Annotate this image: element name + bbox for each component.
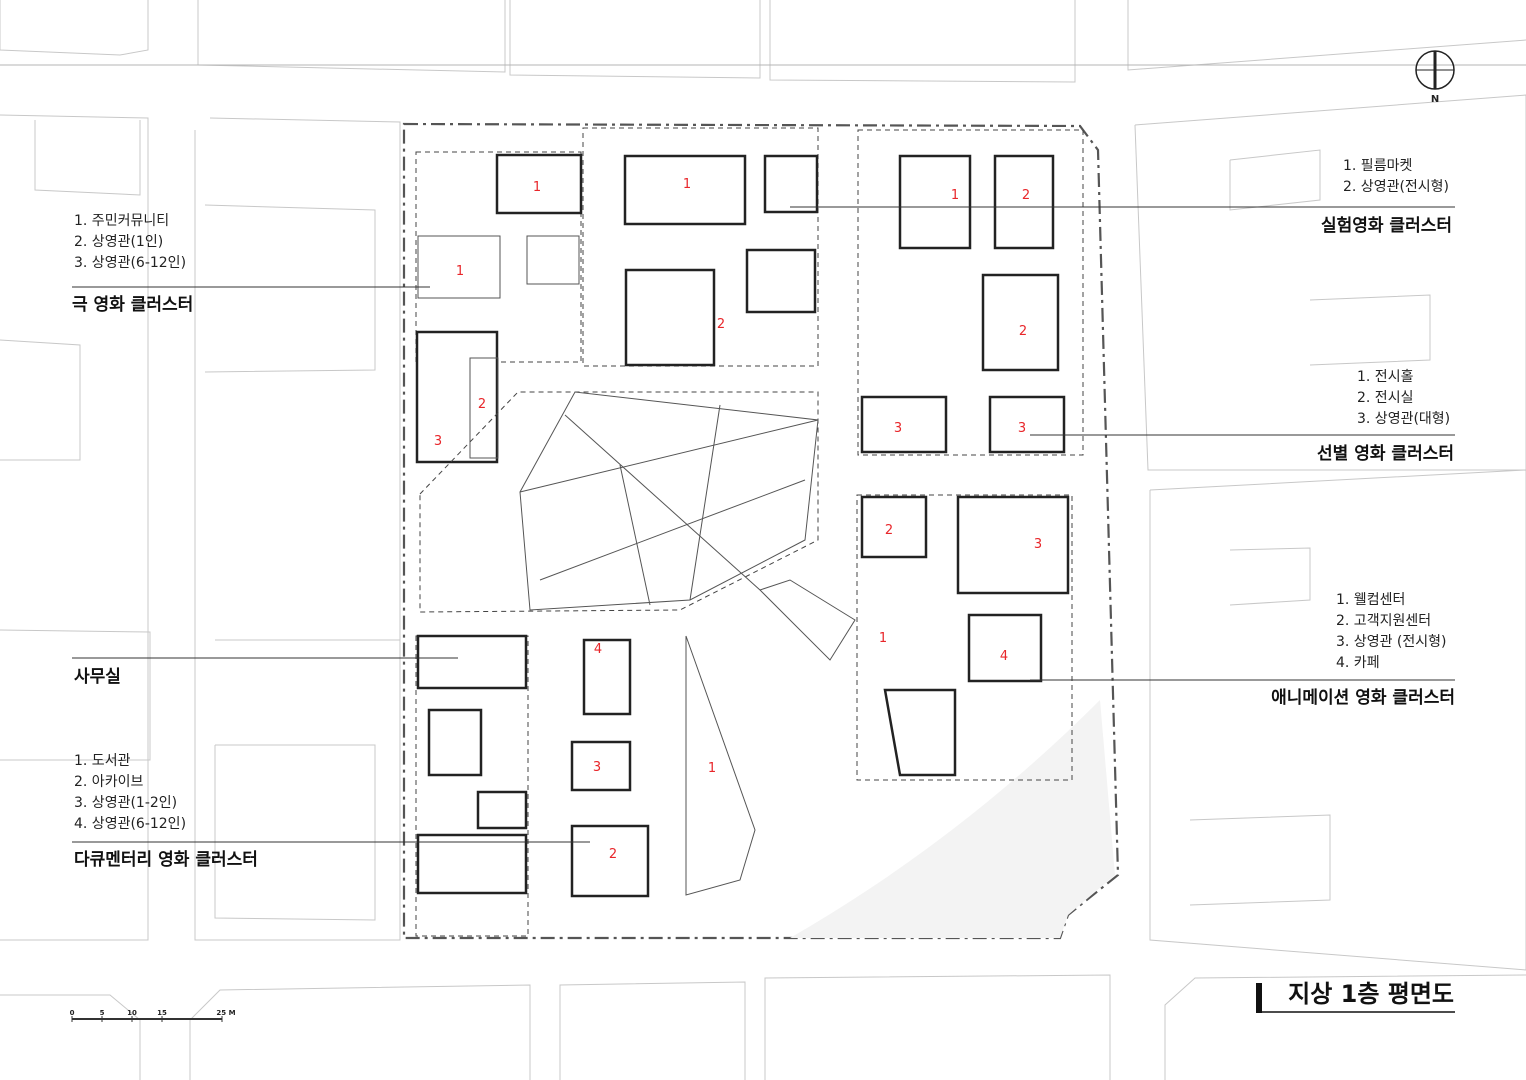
item: 2. 전시실 xyxy=(1357,390,1413,406)
room-number: 4 xyxy=(594,642,602,657)
item: 4. 카페 xyxy=(1336,655,1380,671)
cluster-office-title: 사무실 xyxy=(74,667,121,687)
cluster-title: 애니메이션 영화 클러스터 xyxy=(1271,688,1455,708)
north-label: N xyxy=(1431,94,1439,105)
room-number: 1 xyxy=(533,180,541,195)
room-number: 2 xyxy=(478,397,486,412)
item: 3. 상영관(대형) xyxy=(1357,411,1450,427)
item: 1. 주민커뮤니티 xyxy=(74,213,169,229)
room-number: 2 xyxy=(1019,324,1027,339)
room-number: 3 xyxy=(894,421,902,436)
scale-bar: 0 5 10 15 25 M xyxy=(70,1009,236,1022)
item: 4. 상영관(6-12인) xyxy=(74,816,186,832)
room-number: 3 xyxy=(434,434,442,449)
cluster-title: 선별 영화 클러스터 xyxy=(1317,444,1454,464)
north-arrow-icon: N xyxy=(1415,50,1455,105)
item: 1. 필름마켓 xyxy=(1343,158,1412,174)
item: 1. 웰컴센터 xyxy=(1336,592,1405,608)
svg-text:25 M: 25 M xyxy=(216,1009,235,1017)
cluster-curated: 1. 전시홀 2. 전시실 3. 상영관(대형) 선별 영화 클러스터 xyxy=(1317,369,1454,464)
room-number: 1 xyxy=(879,631,887,646)
room-number: 3 xyxy=(1018,421,1026,436)
central-pavilion xyxy=(419,391,856,661)
svg-text:0: 0 xyxy=(70,1009,75,1017)
room-number: 2 xyxy=(885,523,893,538)
cluster-title: 다큐멘터리 영화 클러스터 xyxy=(74,850,258,870)
room-number: 3 xyxy=(593,760,601,775)
room-number: 4 xyxy=(1000,649,1008,664)
drawing-title: 지상 1층 평면도 xyxy=(1256,980,1455,1013)
room-number: 1 xyxy=(683,177,691,192)
cluster-documentary: 1. 도서관 2. 아카이브 3. 상영관(1-2인) 4. 상영관(6-12인… xyxy=(74,753,258,870)
room-number: 1 xyxy=(708,761,716,776)
cluster-drama: 1. 주민커뮤니티 2. 상영관(1인) 3. 상영관(6-12인) 극 영화 … xyxy=(72,213,193,315)
cluster-experimental: 1. 필름마켓 2. 상영관(전시형) 실험영화 클러스터 xyxy=(1321,158,1452,236)
room-numbers: 1 1 2 3 1 2 1 2 2 3 3 2 3 1 4 4 3 1 2 xyxy=(434,177,1042,862)
room-number: 1 xyxy=(951,188,959,203)
item: 1. 전시홀 xyxy=(1357,369,1414,385)
room-number: 2 xyxy=(717,317,725,332)
cluster-animation: 1. 웰컴센터 2. 고객지원센터 3. 상영관 (전시형) 4. 카페 애니메… xyxy=(1271,592,1455,708)
svg-text:지상 1층 평면도: 지상 1층 평면도 xyxy=(1288,980,1454,1008)
building-blocks xyxy=(415,127,1084,937)
item: 3. 상영관(6-12인) xyxy=(74,255,186,271)
item: 1. 도서관 xyxy=(74,753,131,769)
svg-text:10: 10 xyxy=(127,1009,137,1017)
item: 2. 상영관(전시형) xyxy=(1343,179,1449,195)
item: 3. 상영관(1-2인) xyxy=(74,795,177,811)
item: 2. 아카이브 xyxy=(74,774,143,790)
item: 2. 상영관(1인) xyxy=(74,234,163,250)
svg-text:15: 15 xyxy=(157,1009,167,1017)
room-number: 2 xyxy=(1022,188,1030,203)
item: 3. 상영관 (전시형) xyxy=(1336,634,1446,650)
item: 2. 고객지원센터 xyxy=(1336,613,1431,629)
svg-text:5: 5 xyxy=(100,1009,105,1017)
room-number: 2 xyxy=(609,847,617,862)
plaza-area xyxy=(790,700,1115,938)
leader-lines xyxy=(72,206,1455,843)
cluster-title: 실험영화 클러스터 xyxy=(1321,215,1452,236)
room-number: 3 xyxy=(1034,537,1042,552)
cluster-title: 극 영화 클러스터 xyxy=(72,295,193,315)
room-number: 1 xyxy=(456,264,464,279)
